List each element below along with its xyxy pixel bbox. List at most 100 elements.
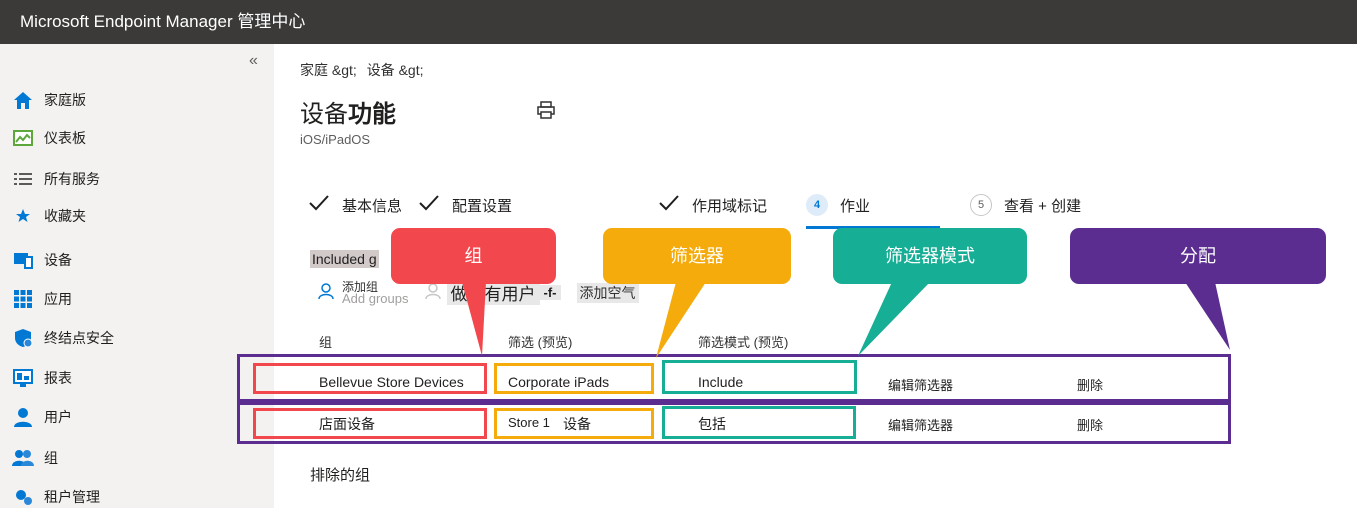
assignment-highlight-row-2 <box>237 402 1231 444</box>
sidebar-item-home[interactable]: 家庭版 <box>12 88 86 112</box>
group-callout-pointer <box>462 282 486 356</box>
add-groups-label: 添加组 <box>342 279 379 294</box>
apps-grid-icon <box>12 288 34 310</box>
breadcrumb-item-devices[interactable]: 设备 &gt; <box>366 62 424 78</box>
sidebar-item-label: 仪表板 <box>44 130 86 146</box>
column-header-filter-mode: 筛选模式 (预览) <box>698 335 789 350</box>
filter-mode-highlight-row-2 <box>662 406 856 439</box>
row-filter-prefix: Store 1 <box>508 415 550 430</box>
sidebar-item-label: 设备 <box>44 252 72 268</box>
row-filter-mode: 包括 <box>698 416 726 432</box>
sidebar-item-label: 租户管理 <box>44 489 100 505</box>
sidebar-item-label: 组 <box>44 450 58 466</box>
main-content: 家庭 &gt; 设备 &gt; 设备功能 iOS/iPadOS 基本信息 配置设… <box>274 44 1357 508</box>
checkmark-icon <box>308 194 330 216</box>
breadcrumb: 家庭 &gt; 设备 &gt; <box>300 60 429 80</box>
filter-mode-callout-pointer <box>858 282 930 356</box>
group-highlight-row-1 <box>253 363 487 394</box>
checkmark-icon <box>418 194 440 216</box>
step-assignments[interactable]: 4 作业 <box>806 194 870 216</box>
step-configuration-settings[interactable]: 配置设置 <box>418 194 512 216</box>
sidebar-item-endpoint-security[interactable]: 终结点安全 <box>12 326 114 350</box>
add-user-icon <box>318 282 336 303</box>
sidebar: « 家庭版 仪表板 所有服务 收藏夹 设备 应用 <box>0 44 274 508</box>
edit-filter-link[interactable]: 编辑筛选器 <box>888 378 954 393</box>
add-all-devices-button[interactable]: 添加空气 <box>576 282 639 303</box>
add-groups-ghost-label: Add groups <box>342 290 409 306</box>
sidebar-item-dashboard[interactable]: 仪表板 <box>12 126 86 150</box>
filter-highlight-row-1 <box>494 363 654 394</box>
sidebar-item-devices[interactable]: 设备 <box>12 248 72 272</box>
sidebar-item-users[interactable]: 用户 <box>12 405 72 429</box>
print-icon[interactable] <box>536 100 556 125</box>
add-all-users-suffix: -f- <box>539 285 561 300</box>
step-label: 基本信息 <box>342 197 403 215</box>
reports-icon <box>12 367 34 389</box>
group-highlight-row-2 <box>253 408 487 439</box>
checkmark-icon <box>658 194 680 216</box>
sidebar-item-label: 终结点安全 <box>44 330 114 346</box>
callout-filter-label: 筛选器 <box>670 246 724 266</box>
page-title: 设备功能 <box>300 94 396 129</box>
shield-icon <box>12 327 34 349</box>
page-subtitle: iOS/iPadOS <box>300 132 371 147</box>
remove-link[interactable]: 删除 <box>1077 418 1104 433</box>
callout-assignment-label: 分配 <box>1180 246 1216 266</box>
remove-link[interactable]: 删除 <box>1077 378 1104 393</box>
excluded-groups-heading: 排除的组 <box>310 467 371 484</box>
add-groups-button[interactable]: 添加组 Add groups <box>318 281 409 305</box>
column-header-group: 组 <box>319 335 333 350</box>
tenant-icon <box>12 486 34 508</box>
active-step-indicator <box>806 226 940 229</box>
app-title: Microsoft Endpoint Manager 管理中心 <box>20 12 306 31</box>
row-filter: Corporate iPads <box>508 374 610 390</box>
home-icon <box>12 89 34 111</box>
sidebar-item-groups[interactable]: 组 <box>12 446 58 470</box>
filter-highlight-row-2 <box>494 408 654 439</box>
devices-icon <box>12 249 34 271</box>
callout-group-label: 组 <box>464 246 483 266</box>
page-title-part-bold: 功能 <box>348 101 396 128</box>
page-title-part: 设备 <box>300 101 348 128</box>
sidebar-item-label: 应用 <box>44 291 72 307</box>
step-basics[interactable]: 基本信息 <box>308 194 402 216</box>
sidebar-item-label: 家庭版 <box>44 92 86 108</box>
callout-filter-mode-label: 筛选器模式 <box>885 246 975 266</box>
step-label: 作业 <box>840 197 871 215</box>
sidebar-item-apps[interactable]: 应用 <box>12 287 72 311</box>
step-review-create[interactable]: 5 查看 + 创建 <box>970 194 1081 216</box>
dashboard-icon <box>12 127 34 149</box>
filter-callout-pointer <box>656 282 706 358</box>
add-all-devices-label: 添加空气 <box>576 282 639 303</box>
assignment-callout-pointer <box>1185 282 1230 350</box>
included-groups-heading: Included g <box>310 250 379 268</box>
callout-filter-mode: 筛选器模式 <box>833 228 1027 284</box>
sidebar-item-tenant-admin[interactable]: 租户管理 <box>12 485 100 508</box>
breadcrumb-item-home[interactable]: 家庭 &gt; <box>300 62 357 78</box>
callout-filter: 筛选器 <box>603 228 791 284</box>
row-filter: 设备 <box>563 416 591 432</box>
assignment-highlight-row-1 <box>237 354 1231 402</box>
step-scope-tags[interactable]: 作用域标记 <box>658 194 767 216</box>
edit-filter-link[interactable]: 编辑筛选器 <box>888 418 954 433</box>
sidebar-item-label: 所有服务 <box>44 171 100 187</box>
sidebar-item-label: 用户 <box>44 409 72 425</box>
step-label: 作用域标记 <box>692 197 768 215</box>
step-label: 查看 + 创建 <box>1004 197 1082 215</box>
filter-mode-highlight-row-1 <box>662 360 857 394</box>
sidebar-item-label: 报表 <box>44 370 72 386</box>
app-title-bar: Microsoft Endpoint Manager 管理中心 <box>0 0 1357 44</box>
row-group: Bellevue Store Devices <box>319 374 464 390</box>
user-icon <box>12 406 34 428</box>
callout-assignment: 分配 <box>1070 228 1326 284</box>
group-icon <box>12 447 34 469</box>
row-group: 店面设备 <box>319 416 375 432</box>
list-icon <box>12 168 34 190</box>
collapse-sidebar-button[interactable]: « <box>249 52 258 69</box>
sidebar-item-all-services[interactable]: 所有服务 <box>12 167 100 191</box>
sidebar-item-favorites[interactable]: 收藏夹 <box>12 204 86 228</box>
star-icon <box>12 205 34 227</box>
add-user-icon <box>424 282 443 303</box>
sidebar-item-reports[interactable]: 报表 <box>12 366 72 390</box>
row-filter-mode: Include <box>698 374 744 390</box>
